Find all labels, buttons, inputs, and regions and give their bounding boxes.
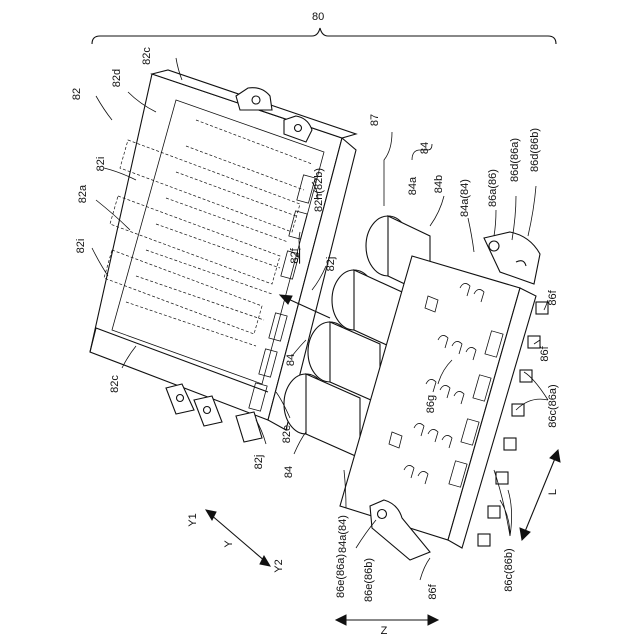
label-87: 87 — [369, 114, 381, 126]
label-84a-top: 84a — [407, 176, 419, 195]
axis-y — [206, 510, 270, 566]
label-84a-84-bottom: 84a(84) — [337, 515, 349, 553]
label-axis-y1: Y1 — [187, 513, 199, 526]
label-84-left-mid: 84 — [285, 354, 297, 366]
label-86e-86b: 86e(86b) — [363, 558, 375, 602]
label-axis-l: L — [547, 489, 559, 495]
label-84-left-low: 84 — [283, 466, 295, 478]
label-86f-2: 86f — [539, 345, 551, 361]
label-82h: 82h(82b) — [313, 168, 325, 212]
brace-80 — [92, 28, 556, 44]
label-82j-mid: 82j — [325, 257, 337, 272]
label-86e-86a: 86e(86a) — [335, 554, 347, 598]
label-82: 82 — [71, 88, 83, 100]
label-82i-top: 82i — [95, 157, 107, 172]
label-86f-bottom: 86f — [427, 583, 439, 599]
label-84b: 84b — [433, 175, 445, 193]
label-86f-1: 86f — [547, 289, 559, 305]
label-86c-86b: 86c(86b) — [503, 548, 515, 591]
label-82e: 82e — [281, 425, 293, 443]
label-86a-86: 86a(86) — [487, 169, 499, 207]
label-86c-86a: 86c(86a) — [547, 384, 559, 427]
label-86d-86b: 86d(86b) — [529, 128, 541, 172]
label-82c-bottom: 82c — [109, 375, 121, 393]
label-axis-y2: Y2 — [273, 559, 285, 572]
label-82f: 82f — [289, 247, 301, 263]
label-84a-84-right: 84a(84) — [459, 179, 471, 217]
label-82i-left: 82i — [75, 239, 87, 254]
label-86g: 86g — [425, 395, 437, 413]
axis-z — [336, 615, 438, 625]
label-axis-z: Z — [381, 625, 388, 637]
label-82d: 82d — [111, 69, 123, 87]
label-86d-86a: 86d(86a) — [509, 138, 521, 182]
label-axis-y: Y — [223, 540, 235, 548]
label-80: 80 — [312, 11, 324, 23]
label-82j-bottom: 82j — [253, 455, 265, 470]
label-82a: 82a — [77, 184, 89, 203]
label-82c-top: 82c — [141, 47, 153, 65]
label-84-brace: 84 — [419, 142, 431, 154]
